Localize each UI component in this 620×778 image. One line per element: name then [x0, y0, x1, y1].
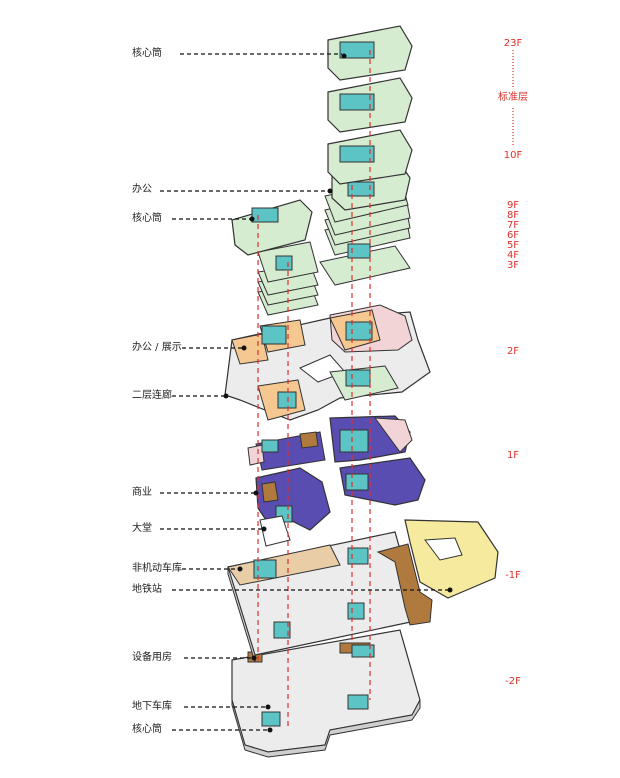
floor-9f: 9F: [506, 200, 520, 211]
floor-b2: -2F: [505, 676, 521, 687]
floor-4f: 4F: [506, 250, 520, 261]
floor-7f: 7F: [506, 220, 520, 231]
office-stack-left: [231, 199, 319, 316]
label-core-2: 核心筒: [132, 213, 162, 224]
floor-standard: 标准层: [498, 92, 528, 103]
leader-lines: [160, 53, 448, 731]
f1-level: [247, 415, 426, 547]
label-core-top: 核心筒: [132, 48, 162, 59]
label-office: 办公: [132, 184, 152, 195]
floor-6f: 6F: [506, 230, 520, 241]
leader-dots: [223, 53, 453, 733]
label-bike-garage: 非机动车库: [132, 563, 182, 574]
label-lobby: 大堂: [132, 523, 152, 534]
floor-b1: -1F: [505, 570, 521, 581]
floor-2f: 2F: [506, 346, 520, 357]
label-commercial: 商业: [132, 487, 152, 498]
label-equipment: 设备用房: [132, 652, 172, 663]
floor-23f: 23F: [503, 38, 523, 49]
floor-3f: 3F: [506, 260, 520, 271]
b1-slab: [227, 519, 499, 663]
floor-10f: 10F: [503, 150, 523, 161]
label-office-exhibit: 办公 / 展示: [132, 342, 182, 353]
core-alignment-lines: [257, 50, 371, 730]
floor-8f: 8F: [506, 210, 520, 221]
standard-floors: [327, 25, 413, 185]
label-metro-station: 地铁站: [132, 584, 162, 595]
label-corridor-2f: 二层连廊: [132, 390, 172, 401]
floor-1f: 1F: [506, 450, 520, 461]
label-underground-garage: 地下车库: [132, 701, 172, 712]
label-core-bottom: 核心筒: [132, 724, 162, 735]
f2-level: [224, 304, 431, 421]
floor-5f: 5F: [506, 240, 520, 251]
b2-slab: [231, 629, 421, 758]
